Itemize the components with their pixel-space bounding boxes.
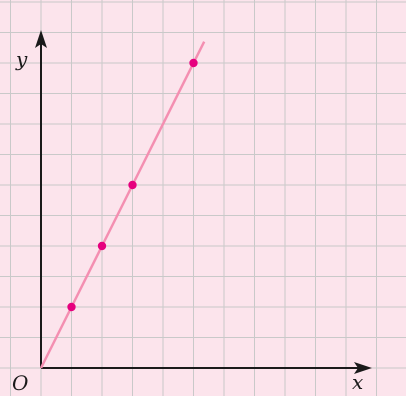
y-axis-label: y — [15, 47, 28, 71]
data-point-4 — [189, 58, 198, 68]
data-point-1 — [67, 302, 76, 312]
data-points — [67, 58, 198, 312]
origin-label: O — [12, 371, 28, 395]
data-point-2 — [97, 241, 107, 251]
x-axis-label: x — [352, 370, 363, 394]
x-axis-arrowhead — [354, 362, 372, 374]
data-point-3 — [128, 180, 137, 190]
series-line — [39, 41, 206, 369]
y-axis-arrowhead — [35, 30, 47, 48]
